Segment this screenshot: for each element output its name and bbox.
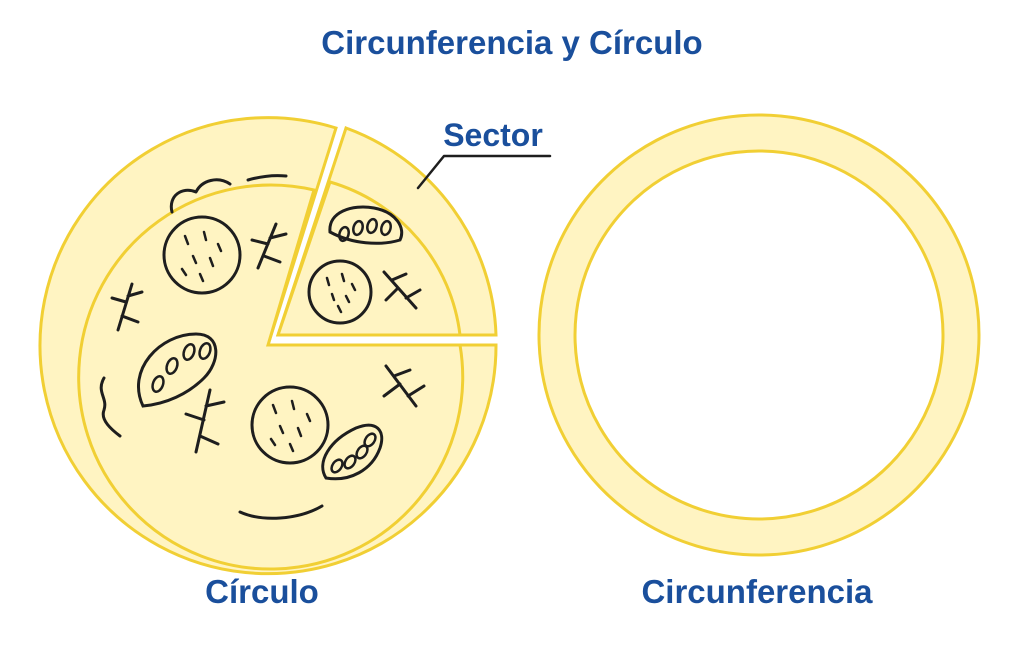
pizza-toppings [99, 174, 426, 520]
pepperoni [307, 259, 373, 325]
pepperoni-dots [180, 230, 223, 283]
tomato-seeds [151, 342, 212, 393]
cheese-stroke-top [246, 174, 288, 182]
circle-figure [38, 116, 498, 576]
sector-label: Sector [443, 117, 543, 153]
herb-sprig [382, 270, 422, 310]
herb-sprig [250, 222, 288, 270]
herb-sprig [184, 388, 226, 454]
tomato-slice [137, 332, 218, 408]
herb-sprig [110, 282, 144, 332]
pepperoni-dots [325, 272, 357, 314]
tomato-seeds [330, 432, 377, 474]
circumference-ring [537, 113, 981, 557]
sector-figure [275, 126, 498, 337]
circumference-figure [537, 113, 981, 557]
cheese-squiggle-left [99, 376, 122, 438]
diagram-title: Circunferencia y Círculo [321, 24, 703, 61]
pepperoni-dots [269, 399, 312, 453]
pepperoni [250, 385, 330, 465]
circumference-label: Circunferencia [641, 573, 873, 610]
cheese-squiggle-top [169, 178, 232, 214]
pepperoni [162, 215, 242, 295]
circle-label: Círculo [205, 573, 319, 610]
sector-leader-line [416, 154, 552, 190]
cheese-stroke-bottom [238, 504, 324, 520]
herb-sprig [382, 364, 426, 408]
tomato-seeds [338, 217, 392, 243]
